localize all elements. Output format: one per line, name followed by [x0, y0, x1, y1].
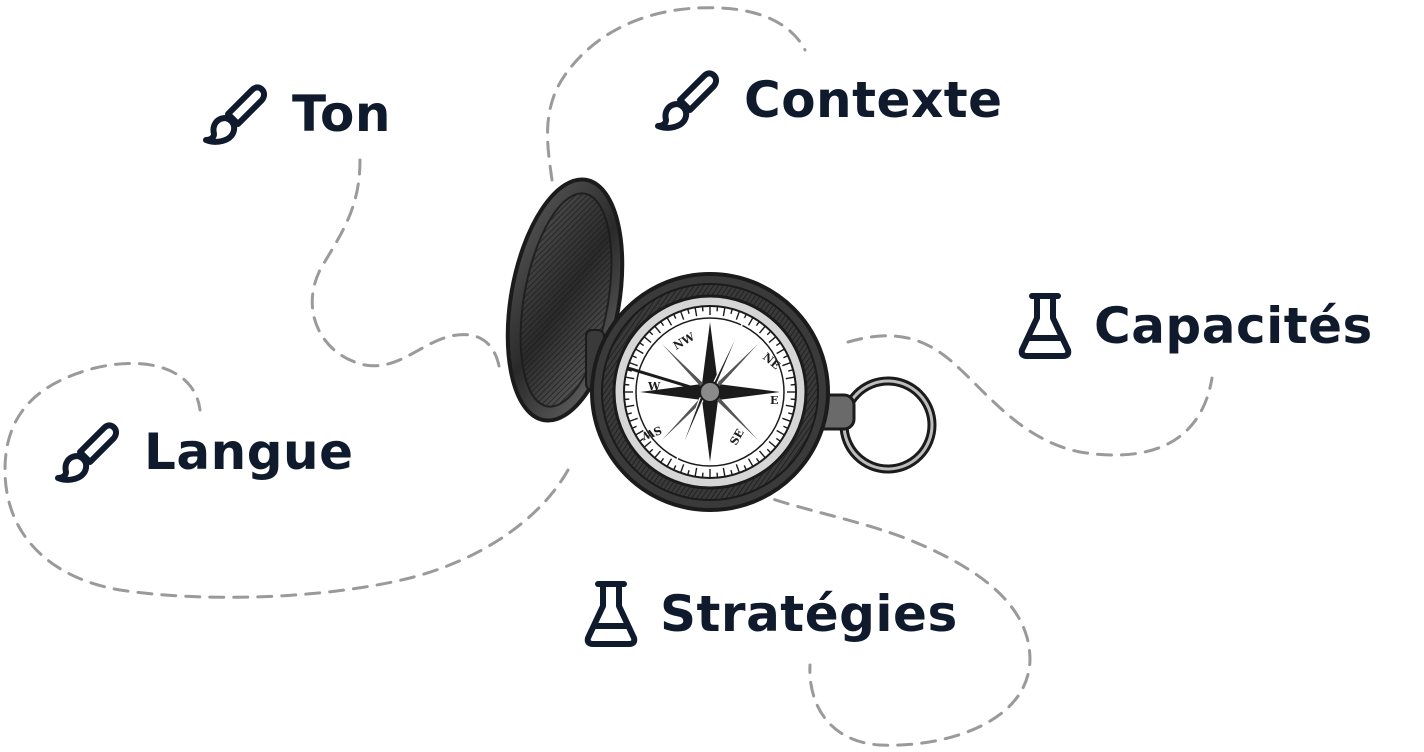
compass-tick [743, 465, 747, 471]
label-contexte: Contexte [654, 68, 1003, 132]
compass-tick [785, 376, 795, 380]
compass-tick [628, 361, 638, 367]
compass-tick [631, 355, 637, 359]
compass-tick [747, 317, 754, 326]
flask-icon [1018, 293, 1072, 359]
label-text-ton: Ton [292, 85, 391, 143]
path-ton [310, 158, 502, 374]
compass-tick [654, 325, 662, 334]
compass-tick [758, 450, 766, 459]
compass-tick [635, 429, 644, 436]
compass-tick [639, 342, 645, 347]
compass-tick [755, 321, 760, 327]
compass-tick [766, 448, 772, 454]
compass-tick [788, 369, 794, 372]
compass-tick [694, 467, 698, 477]
compass-tick [687, 470, 690, 476]
path-strategies [750, 490, 1032, 747]
compass-tick [775, 342, 781, 347]
compass-tick [722, 467, 726, 477]
compass-tick [628, 417, 638, 423]
compass-tick [687, 308, 690, 314]
compass-tick [730, 308, 733, 314]
compass-tick [735, 464, 741, 474]
compass-tick [758, 325, 766, 334]
compass-tick [660, 321, 665, 327]
compass-tick [782, 361, 792, 367]
label-ton: Ton [202, 82, 391, 146]
compass-tick [735, 310, 741, 320]
compass-tick [768, 336, 777, 344]
compass-tick [766, 330, 772, 336]
compass-tick [625, 404, 635, 408]
compass-tick [694, 307, 698, 317]
compass-tick [783, 355, 789, 359]
compass-tick [626, 412, 632, 415]
label-capacites: Capacités [1018, 292, 1373, 360]
direction-w: W [647, 380, 661, 393]
compass-tick [654, 450, 662, 459]
compass-tick [679, 310, 685, 320]
compass-tick [783, 425, 789, 429]
pocket-compass-illustration: NW NE E SE SW W [505, 177, 937, 512]
flask-icon [584, 581, 638, 647]
compass-tick [755, 457, 760, 463]
compass-tick [666, 458, 673, 467]
compass-tick [775, 437, 781, 442]
compass-ticks [624, 306, 796, 478]
compass-tick [747, 458, 754, 467]
compass-tick [768, 440, 777, 448]
paintbrush-icon [655, 70, 720, 131]
label-langue: Langue [54, 420, 354, 484]
compass-tick [648, 330, 654, 336]
paintbrush-icon [55, 422, 120, 483]
label-text-contexte: Contexte [744, 71, 1003, 129]
compass-tick [788, 412, 794, 415]
dashed-paths [3, 6, 1214, 747]
compass-tick [679, 464, 685, 474]
compass-tick [626, 369, 632, 372]
compass-tick [785, 404, 795, 408]
label-text-langue: Langue [144, 423, 354, 481]
label-strategies: Stratégies [584, 580, 958, 648]
compass-tick [782, 417, 792, 423]
compass-tick [635, 348, 644, 355]
direction-e: E [770, 394, 778, 407]
compass-tick [673, 313, 677, 319]
compass-tick [643, 336, 652, 344]
path-contexte [546, 6, 807, 182]
path-langue [3, 361, 570, 599]
paintbrush-icon [203, 84, 268, 145]
compass-tick [660, 457, 665, 463]
label-text-strategies: Stratégies [660, 585, 958, 643]
compass-tick [776, 348, 785, 355]
compass-tick [648, 448, 654, 454]
compass-tick [643, 440, 652, 448]
compass-tick [639, 437, 645, 442]
label-text-capacites: Capacités [1094, 297, 1373, 355]
compass-tick [730, 470, 733, 476]
compass-tick [722, 307, 726, 317]
path-capacites [846, 334, 1214, 457]
compass-tick [625, 376, 635, 380]
compass-tick [776, 429, 785, 436]
compass-tick [631, 425, 637, 429]
compass-tick [673, 465, 677, 471]
compass-tick [666, 317, 673, 326]
